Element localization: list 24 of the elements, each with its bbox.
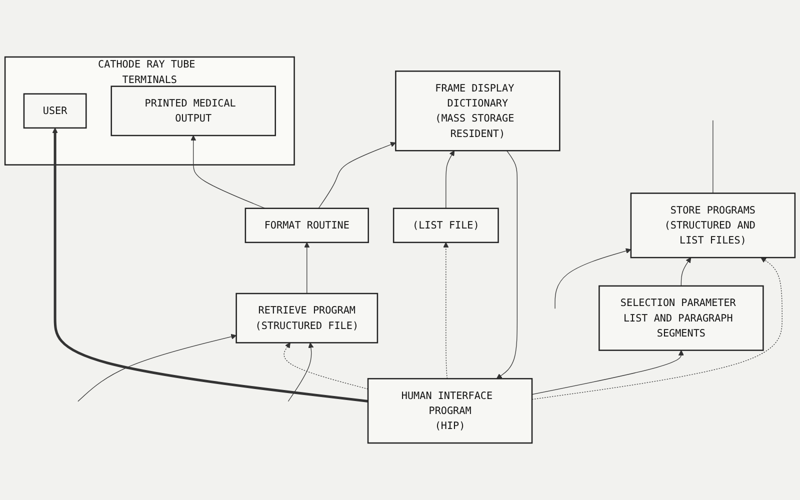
arrow — [288, 342, 314, 402]
arrow — [554, 248, 632, 309]
arrow — [284, 342, 368, 390]
arrow — [446, 150, 455, 209]
arrow — [496, 150, 518, 379]
arrow — [304, 242, 310, 294]
connector — [712, 120, 714, 194]
arrow — [190, 135, 266, 209]
node-box: RETRIEVE PROGRAM (STRUCTURED FILE) — [236, 292, 378, 344]
arrow — [78, 334, 237, 402]
arrow — [52, 128, 368, 402]
node-box: STORE PROGRAMS (STRUCTURED AND LIST FILES) — [630, 192, 796, 258]
arrow — [532, 257, 782, 400]
arrow — [532, 350, 684, 395]
node-box: FORMAT ROUTINE — [244, 208, 369, 244]
node-box: PRINTED MEDICAL OUTPUT — [110, 86, 276, 136]
node-box: USER — [23, 93, 87, 129]
node-box: SELECTION PARAMETER LIST AND PARAGRAPH SEGMENTS — [598, 285, 764, 351]
arrow — [318, 142, 396, 209]
arrow — [680, 257, 692, 286]
node-box: HUMAN INTERFACE PROGRAM (HIP) — [367, 378, 533, 444]
node-box: FRAME DISPLAY DICTIONARY (MASS STORAGE RESIDENT) — [395, 70, 560, 152]
node-box: (LIST FILE) — [392, 208, 499, 244]
arrow — [443, 242, 449, 379]
